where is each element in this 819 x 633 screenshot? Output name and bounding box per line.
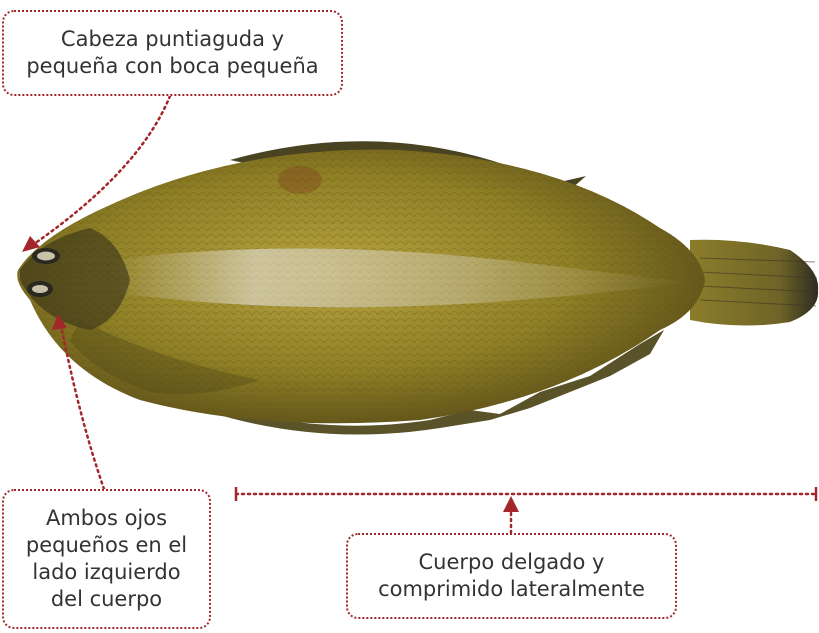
head-annotation-line-1: Cabeza puntiaguda y <box>60 27 285 52</box>
tail-rays <box>699 257 819 307</box>
body-length-bracket <box>234 487 818 535</box>
eyes-annotation-line-2: pequeños en el <box>25 533 188 558</box>
body-annotation-line-2: comprimido lateralmente <box>378 577 645 601</box>
eyes-annotation-line-4: del cuerpo <box>50 586 163 611</box>
belly-shading <box>70 320 260 395</box>
tail-fin <box>690 239 819 326</box>
head-annotation: Cabeza puntiaguda y pequeña con boca peq… <box>2 10 343 96</box>
red-patch <box>278 166 322 194</box>
eyes-icon <box>27 248 60 297</box>
head-annotation-line-2: pequeña con boca pequeña <box>26 54 319 78</box>
eyes-annotation: Ambos ojos pequeños en el lado izquierdo… <box>2 489 211 629</box>
eyes-leader-line <box>52 314 106 491</box>
lateral-sheen <box>110 248 690 308</box>
body-annotation: Cuerpo delgado y comprimido lateralmente <box>346 533 677 619</box>
body-annotation-line-1: Cuerpo delgado y <box>418 550 605 575</box>
eyes-annotation-line-1: Ambos ojos <box>45 506 168 531</box>
eyes-annotation-line-3: lado izquierdo <box>32 560 181 584</box>
head-leader-line <box>22 94 172 252</box>
